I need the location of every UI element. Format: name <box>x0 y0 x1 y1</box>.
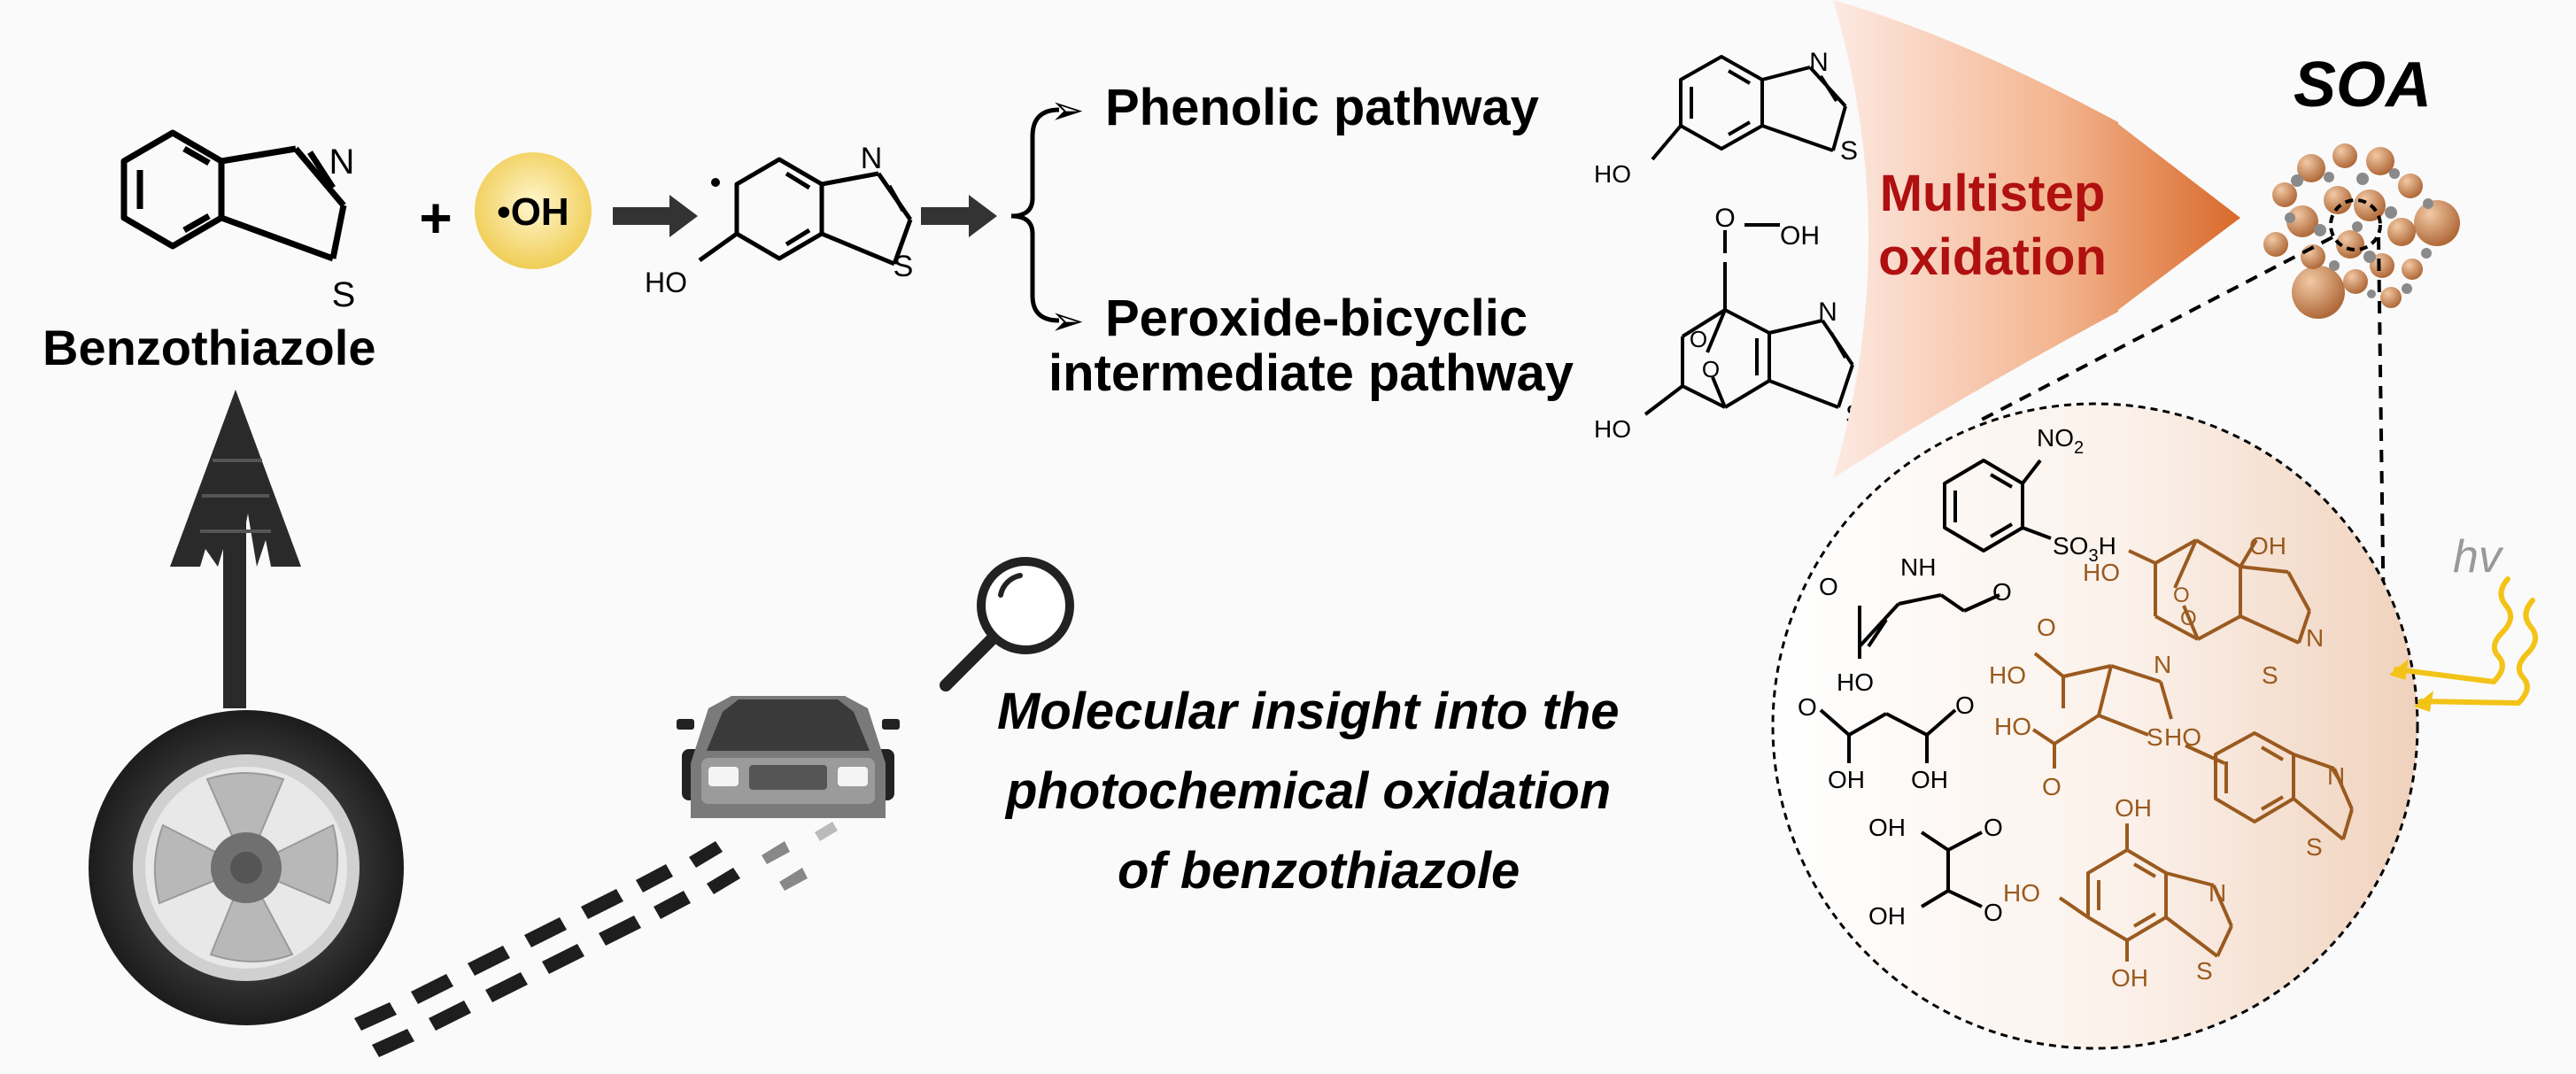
carbamate-nh: NH <box>1900 553 1936 581</box>
diacid-ho2: HO <box>1994 713 2031 740</box>
zoom-line-right <box>2377 236 2386 631</box>
caption-line-3: of benzothiazole <box>1118 842 1520 900</box>
oxalic-oh2: OH <box>1868 902 1906 930</box>
zoom-line-left <box>1974 236 2333 425</box>
soa-particle-cluster <box>2263 143 2460 319</box>
peroxide-hydroxyl: HO <box>1594 415 1631 443</box>
malonic-o1: O <box>1798 693 1817 721</box>
radical-dot <box>711 178 720 187</box>
triol-n: N <box>2209 879 2226 907</box>
peroxide-atom-n: N <box>1818 297 1837 327</box>
funnel-label-line2: oxidation <box>1878 228 2107 286</box>
nitrobenzenesulfonic-acid <box>1943 459 2052 552</box>
bicyclic-o1: O <box>2173 583 2190 607</box>
intermediate-atom-s: S <box>893 250 914 283</box>
magnifying-glass-icon <box>940 557 1074 692</box>
peroxide-bridge-o2: O <box>1702 356 1720 382</box>
triol-oh2: OH <box>2111 964 2148 992</box>
bicyclic-o2: O <box>2180 607 2197 630</box>
intermediate-hydroxyl: HO <box>645 267 687 298</box>
hobt-ho: HO <box>2164 723 2201 751</box>
oh-radical-circle <box>475 152 592 269</box>
emission-arrow <box>170 390 301 708</box>
benzothiazole-structure <box>120 129 347 262</box>
car-illustration <box>677 696 900 818</box>
light-ray-arrowhead-2 <box>2414 691 2433 712</box>
peroxide-bridge-o1: O <box>1690 326 1707 352</box>
malonic-acid <box>1819 708 1957 763</box>
trihydroxybenzothiazole-product <box>2058 823 2233 962</box>
oxalic-oh1: OH <box>1868 814 1906 841</box>
phenolic-pathway-label: Phenolic pathway <box>1105 79 1539 136</box>
carbamate-o1: O <box>1819 573 1838 600</box>
nitro-group: NO2 <box>2037 424 2084 458</box>
oxidation-funnel-arrow <box>1833 0 2240 478</box>
funnel-label-line1: Multistep <box>1880 165 2106 222</box>
malonic-o2: O <box>1955 692 1975 719</box>
formylcarbamic-acid <box>1858 593 2000 659</box>
diacid-ho1: HO <box>1989 661 2026 689</box>
carbamate-ho: HO <box>1837 668 1874 696</box>
bicyclic-oh: OH <box>2249 532 2286 560</box>
intermediate-atom-n: N <box>861 142 883 175</box>
tire-tracks <box>354 822 838 1057</box>
pathway-2-marker: ➢ <box>1050 297 1085 344</box>
carbamate-o2: O <box>1992 578 2012 606</box>
thiazole-dicarboxylic-acid <box>2031 652 2173 769</box>
benzothiazole-label: Benzothiazole <box>43 320 376 375</box>
diacid-o2: O <box>2042 773 2062 800</box>
pathway-1-marker: ➢ <box>1050 87 1085 133</box>
pathway-bracket <box>1010 107 1060 323</box>
diacid-o1: O <box>2037 614 2056 641</box>
soa-zoom-circle <box>2329 198 2382 251</box>
malonic-oh2: OH <box>1911 766 1948 793</box>
triol-s: S <box>2196 957 2213 985</box>
hobt-n: N <box>2327 762 2345 790</box>
phenolic-atom-n: N <box>1809 48 1829 77</box>
caption-line-2: photochemical oxidation <box>1006 762 1612 820</box>
bicyclic-n: N <box>2306 624 2324 652</box>
bicyclic-ho: HO <box>2083 559 2120 586</box>
plus-sign: + <box>419 186 452 250</box>
hobt-s: S <box>2306 833 2323 861</box>
reaction-arrow-1 <box>613 195 698 237</box>
soa-title: SOA <box>2294 50 2432 120</box>
oxalic-acid <box>1920 831 1983 908</box>
tire-illustration <box>89 710 404 1025</box>
caption-line-1: Molecular insight into the <box>997 683 1620 740</box>
intermediate-structure <box>698 157 913 267</box>
light-rays <box>2394 576 2539 707</box>
oh-radical-label: •OH <box>497 190 569 234</box>
benzothiazole-atom-s: S <box>332 275 356 314</box>
sulfo-group: SO3H <box>2053 532 2116 566</box>
hydroxybenzothiazole-product <box>2185 731 2354 841</box>
reaction-arrow-2 <box>921 195 997 237</box>
malonic-oh1: OH <box>1828 766 1865 793</box>
phenolic-hydroxyl: HO <box>1594 160 1631 188</box>
triol-oh1: OH <box>2115 794 2152 822</box>
phenolic-atom-s: S <box>1840 136 1858 166</box>
peroxide-product-structure <box>1644 223 1854 416</box>
oxalic-o2: O <box>1984 899 2003 926</box>
benzothiazole-atom-n: N <box>329 143 355 182</box>
diacid-n: N <box>2154 651 2171 678</box>
hv-label: hv <box>2453 531 2504 583</box>
products-zoom-circle <box>1771 402 2419 1050</box>
diacid-s: S <box>2147 723 2163 751</box>
light-ray-arrowhead-1 <box>2389 659 2409 680</box>
peroxide-top-o: O <box>1714 204 1735 233</box>
peroxide-pathway-label-line1: Peroxide-bicyclic <box>1105 290 1528 347</box>
oxalic-o1: O <box>1984 814 2003 841</box>
bicyclic-peroxide-product <box>2128 538 2311 645</box>
peroxide-top-oh: OH <box>1780 221 1820 251</box>
peroxide-pathway-label-line2: intermediate pathway <box>1048 344 1574 402</box>
phenolic-product-structure <box>1651 55 1847 161</box>
bicyclic-s: S <box>2262 661 2278 689</box>
triol-ho: HO <box>2003 879 2040 907</box>
